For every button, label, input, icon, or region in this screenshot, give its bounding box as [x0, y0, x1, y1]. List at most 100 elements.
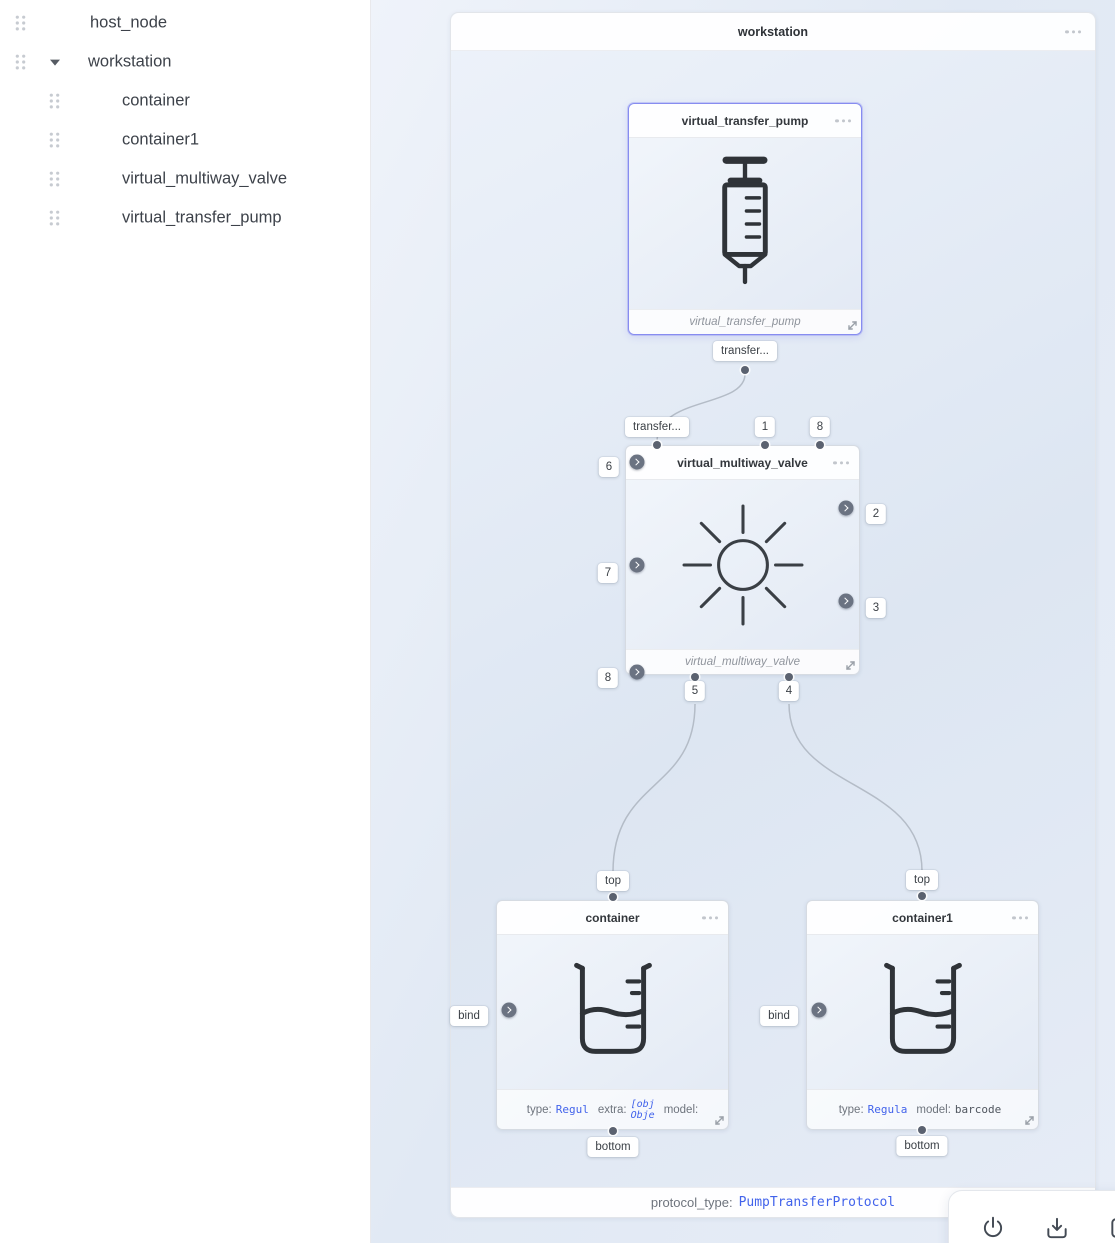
valve-port-1-label[interactable]: 1 — [754, 417, 776, 437]
node-virtual-transfer-pump[interactable]: virtual_transfer_pump virtual_transfer_p… — [628, 103, 862, 335]
valve-port-2-handle[interactable] — [838, 500, 854, 516]
workstation-group-title: workstation — [737, 24, 809, 39]
resize-handle-icon[interactable] — [714, 1115, 725, 1126]
caret-down-icon[interactable] — [50, 59, 60, 66]
more-menu-icon[interactable] — [1065, 29, 1081, 34]
node-tree-sidebar: host_node workstation container containe… — [0, 0, 371, 1243]
type-label: type: — [838, 1103, 864, 1116]
tree-item-label: host_node — [90, 13, 168, 32]
tree-item-label: workstation — [88, 52, 172, 71]
more-menu-icon[interactable] — [835, 118, 851, 123]
node-header[interactable]: virtual_transfer_pump — [629, 104, 861, 138]
sidebar-item-host-node[interactable]: host_node — [0, 6, 370, 40]
sidebar-item-container[interactable]: container — [0, 84, 370, 118]
tree-item-label: virtual_multiway_valve — [122, 169, 288, 188]
tree-item-label: virtual_transfer_pump — [122, 208, 282, 227]
power-icon[interactable] — [980, 1215, 1006, 1241]
graph-canvas[interactable]: workstation protocol_type: PumpTransferP… — [371, 0, 1115, 1243]
valve-port-4-dot[interactable] — [785, 673, 793, 681]
resize-handle-icon[interactable] — [845, 660, 856, 671]
valve-port-5-label[interactable]: 5 — [684, 681, 706, 701]
container1-top-port-dot[interactable] — [918, 892, 926, 900]
node-virtual-multiway-valve[interactable]: virtual_multiway_valve virtual_multiway_… — [625, 445, 860, 675]
container-top-port-label[interactable]: top — [597, 871, 629, 891]
valve-port-6-handle[interactable] — [629, 454, 645, 470]
valve-port-6-label[interactable]: 6 — [598, 457, 620, 477]
container1-bind-port-label[interactable]: bind — [760, 1006, 798, 1026]
valve-port-1-dot[interactable] — [761, 441, 769, 449]
valve-port-7-handle[interactable] — [629, 557, 645, 573]
valve-port-8-bottom-label[interactable]: 8 — [597, 668, 619, 688]
sidebar-item-virtual-transfer-pump[interactable]: virtual_transfer_pump — [0, 201, 370, 235]
beaker-icon — [573, 962, 652, 1054]
type-value: Regul — [555, 1103, 589, 1116]
workstation-group-header[interactable]: workstation — [451, 13, 1095, 51]
container-bottom-port-label[interactable]: bottom — [587, 1137, 639, 1157]
pump-out-port-dot[interactable] — [741, 366, 749, 374]
valve-port-8-bottom-handle[interactable] — [629, 664, 645, 680]
container1-top-port-label[interactable]: top — [906, 870, 938, 890]
syringe-icon — [722, 156, 768, 284]
container1-bottom-port-label[interactable]: bottom — [896, 1136, 948, 1156]
model-label: model: — [663, 1103, 699, 1116]
node-title: container1 — [892, 910, 953, 925]
type-label: type: — [526, 1103, 552, 1116]
valve-transfer-port-label[interactable]: transfer... — [625, 417, 689, 437]
node-footer: virtual_multiway_valve — [626, 649, 859, 674]
valve-port-7-label[interactable]: 7 — [597, 563, 619, 583]
node-container1[interactable]: container1 type: Regula model: barcode — [806, 900, 1039, 1130]
drag-handle-icon[interactable] — [48, 93, 61, 110]
container1-bottom-port-dot[interactable] — [918, 1126, 926, 1134]
valve-in-port-dot[interactable] — [653, 441, 661, 449]
valve-port-8-top-dot[interactable] — [816, 441, 824, 449]
container1-bind-port-handle[interactable] — [811, 1002, 827, 1018]
save-download-icon[interactable] — [1044, 1215, 1070, 1241]
container-bind-port-handle[interactable] — [501, 1002, 517, 1018]
valve-port-3-handle[interactable] — [838, 593, 854, 609]
drag-handle-icon[interactable] — [48, 171, 61, 188]
tree-item-label: container — [122, 91, 190, 110]
protocol-type-label: protocol_type: — [650, 1195, 733, 1210]
canvas-toolbar — [948, 1190, 1115, 1243]
node-header[interactable]: container1 — [807, 901, 1038, 935]
export-icon[interactable] — [1108, 1215, 1115, 1241]
sidebar-item-virtual-multiway-valve[interactable]: virtual_multiway_valve — [0, 162, 370, 196]
node-body — [629, 138, 861, 309]
drag-handle-icon[interactable] — [14, 54, 27, 71]
drag-handle-icon[interactable] — [14, 15, 27, 32]
node-title: virtual_transfer_pump — [681, 113, 809, 128]
drag-handle-icon[interactable] — [48, 132, 61, 149]
more-menu-icon[interactable] — [702, 915, 718, 920]
valve-port-8-top-label[interactable]: 8 — [809, 417, 831, 437]
more-menu-icon[interactable] — [833, 460, 849, 465]
node-fields: type: Regula model: barcode — [807, 1089, 1038, 1129]
valve-port-2-label[interactable]: 2 — [865, 504, 887, 524]
valve-port-3-label[interactable]: 3 — [865, 598, 887, 618]
drag-handle-icon[interactable] — [48, 210, 61, 227]
valve-port-4-label[interactable]: 4 — [778, 681, 800, 701]
node-header[interactable]: virtual_multiway_valve — [626, 446, 859, 480]
node-body — [626, 480, 859, 649]
container-top-port-dot[interactable] — [609, 893, 617, 901]
node-body — [497, 935, 728, 1089]
node-title: container — [585, 910, 640, 925]
more-menu-icon[interactable] — [1012, 915, 1028, 920]
container-bind-port-label[interactable]: bind — [450, 1006, 488, 1026]
tree-item-label: container1 — [122, 130, 200, 149]
node-header[interactable]: container — [497, 901, 728, 935]
sidebar-item-container1[interactable]: container1 — [0, 123, 370, 157]
valve-port-5-dot[interactable] — [691, 673, 699, 681]
sidebar-item-workstation[interactable]: workstation — [0, 45, 370, 79]
type-value: Regula — [867, 1103, 908, 1116]
resize-handle-icon[interactable] — [1024, 1115, 1035, 1126]
extra-label: extra: — [597, 1103, 627, 1116]
node-footer: virtual_transfer_pump — [629, 309, 861, 334]
pump-transfer-port-label[interactable]: transfer... — [713, 341, 777, 361]
node-title: virtual_multiway_valve — [677, 455, 808, 470]
resize-handle-icon[interactable] — [847, 320, 858, 331]
node-body — [807, 935, 1038, 1089]
container-bottom-port-dot[interactable] — [609, 1127, 617, 1135]
